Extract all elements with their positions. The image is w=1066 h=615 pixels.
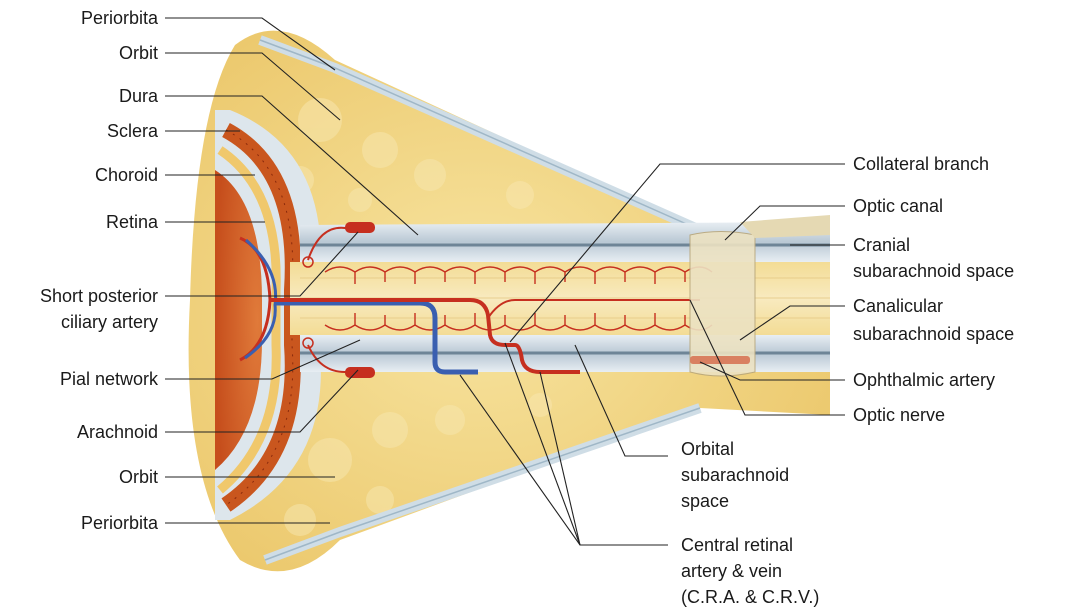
label-short-posterior-line1: Short posterior (40, 285, 158, 308)
label-orbital-sub-line1: Orbital (681, 438, 734, 461)
label-crv-line1: Central retinal (681, 534, 793, 557)
label-dura: Dura (119, 85, 158, 108)
label-retina: Retina (106, 211, 158, 234)
label-sclera: Sclera (107, 120, 158, 143)
label-orbit-top: Orbit (119, 42, 158, 65)
label-arachnoid: Arachnoid (77, 421, 158, 444)
label-cranial-line2: subarachnoid space (853, 260, 1014, 283)
label-collateral-branch: Collateral branch (853, 153, 989, 176)
label-canalicular-line1: Canalicular (853, 295, 943, 318)
label-crv-line3: (C.R.A. & C.R.V.) (681, 586, 819, 609)
label-canalicular-line2: subarachnoid space (853, 323, 1014, 346)
label-orbit-bottom: Orbit (119, 466, 158, 489)
label-periorbita-top: Periorbita (81, 7, 158, 30)
label-crv-line2: artery & vein (681, 560, 782, 583)
label-periorbita-bottom: Periorbita (81, 512, 158, 535)
label-orbital-sub-line2: subarachnoid (681, 464, 789, 487)
label-optic-nerve: Optic nerve (853, 404, 945, 427)
label-pial-network: Pial network (60, 368, 158, 391)
label-cranial-line1: Cranial (853, 234, 910, 257)
label-orbital-sub-line3: space (681, 490, 729, 513)
label-optic-canal: Optic canal (853, 195, 943, 218)
label-choroid: Choroid (95, 164, 158, 187)
label-short-posterior-line2: ciliary artery (61, 311, 158, 334)
label-ophthalmic-artery: Ophthalmic artery (853, 369, 995, 392)
